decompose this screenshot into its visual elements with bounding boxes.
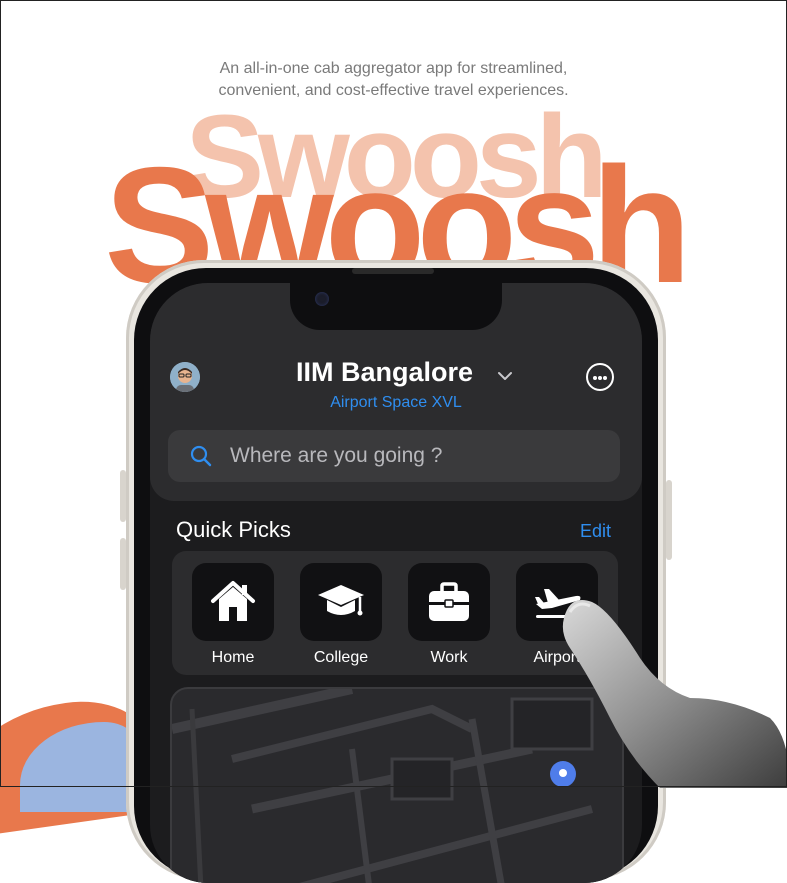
more-options-button[interactable] <box>586 363 614 391</box>
header-panel: IIM Bangalore Airport Space XVL <box>150 283 642 501</box>
avatar-face-icon <box>170 362 200 392</box>
quick-pick-tile[interactable] <box>192 563 274 641</box>
phone-speaker <box>352 268 434 274</box>
tagline: An all-in-one cab aggregator app for str… <box>0 58 787 102</box>
more-dot-icon <box>593 376 597 380</box>
more-dot-icon <box>603 376 607 380</box>
location-subtitle: Airport Space XVL <box>330 394 462 411</box>
tagline-line-2: convenient, and cost-effective travel ex… <box>218 82 569 99</box>
location-title[interactable]: IIM Bangalore <box>296 357 474 387</box>
phone-side-button <box>666 480 672 560</box>
briefcase-icon <box>429 582 469 621</box>
quick-pick-label: Home <box>211 649 255 666</box>
phone-side-button <box>120 470 126 522</box>
search-bar[interactable] <box>168 430 620 482</box>
quick-pick-label: Airport <box>533 649 581 666</box>
phone-side-button <box>120 538 126 590</box>
search-input[interactable] <box>230 430 600 482</box>
home-icon <box>211 581 255 621</box>
quick-pick-label: College <box>313 649 369 666</box>
quick-pick-tile[interactable] <box>408 563 490 641</box>
quick-pick-work[interactable]: Work <box>408 563 490 667</box>
tagline-line-1: An all-in-one cab aggregator app for str… <box>219 60 568 77</box>
app-screen: IIM Bangalore Airport Space XVL Quick Pi… <box>150 283 642 883</box>
airplane-icon <box>535 589 581 618</box>
quick-pick-home[interactable]: Home <box>192 563 274 667</box>
pointing-hand-icon <box>562 600 787 788</box>
graduation-cap-icon <box>318 585 364 616</box>
more-dot-icon <box>598 376 602 380</box>
quick-pick-college[interactable]: College <box>300 563 382 667</box>
quick-pick-tile[interactable] <box>300 563 382 641</box>
brand-wordmark-shadow: Swoosh <box>185 91 607 223</box>
quick-pick-label: Work <box>430 649 468 666</box>
search-icon <box>190 445 212 467</box>
chevron-down-icon[interactable] <box>496 367 514 385</box>
phone-camera <box>315 292 329 306</box>
map-pin-icon[interactable] <box>550 761 576 787</box>
quick-picks-edit-button[interactable]: Edit <box>580 521 612 541</box>
avatar[interactable] <box>170 362 200 392</box>
quick-picks-panel: Home College Wor <box>172 551 618 675</box>
quick-picks-title: Quick Picks <box>176 517 291 542</box>
